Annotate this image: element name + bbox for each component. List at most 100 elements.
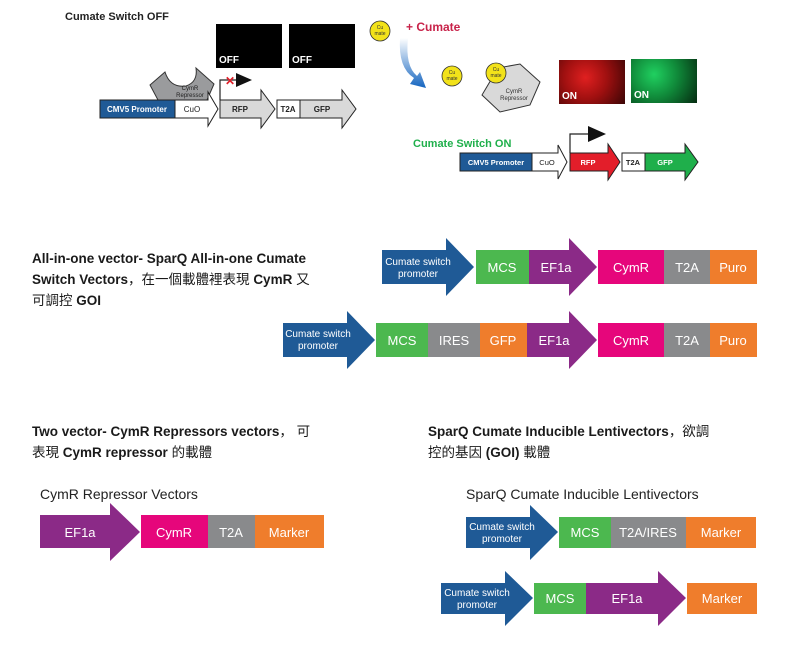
promoter-label-2: promoter <box>457 600 498 611</box>
t2a-label: T2A <box>219 525 243 540</box>
heading-text: 載體 <box>519 445 551 460</box>
t2a-block <box>664 323 710 357</box>
repressor-label-1: CymR <box>182 86 199 92</box>
puro-label: Puro <box>719 333 746 348</box>
mcs-block <box>534 583 586 614</box>
cymr-repressor-vectors-subtitle: CymR Repressor Vectors <box>40 486 198 502</box>
cumate-label-2: mate <box>490 73 501 79</box>
gfp-label: GFP <box>657 158 672 167</box>
heading-text: Switch Vectors <box>32 272 129 287</box>
cymr-label: CymR <box>156 525 192 540</box>
promoter-arrow <box>382 238 474 296</box>
ires-block <box>428 323 480 357</box>
heading-text: ， 可 <box>279 424 311 439</box>
on-image-label: ON <box>634 90 649 101</box>
mcs-label: MCS <box>546 591 575 606</box>
heading-text: 的載體 <box>167 445 213 460</box>
cuo-label: CuO <box>184 105 200 114</box>
cuo-arrow <box>531 144 568 180</box>
cumate-switch-schematic: CymR Repressor CMV5 Promoter CuO RFP T2A… <box>99 20 699 182</box>
puro-label: Puro <box>719 260 746 275</box>
heading-text: CymR repressor <box>62 445 168 460</box>
on-image-gfp: ON <box>631 59 697 103</box>
cymr-repressor-shape <box>149 66 215 101</box>
promoter-label-1: Cumate switch <box>385 257 451 268</box>
promoter-arrow <box>466 505 558 560</box>
t2a-block <box>208 515 255 548</box>
cuo-arrow <box>174 90 219 128</box>
curved-arrow-icon <box>399 38 426 88</box>
cymr-block <box>141 515 208 548</box>
cumate-switch-on-title: Cumate Switch ON <box>413 138 511 150</box>
transcription-arrow-head <box>236 73 252 87</box>
transcription-arrow-head <box>588 126 606 142</box>
mcs-label: MCS <box>571 525 600 540</box>
rfp-arrow <box>219 88 276 130</box>
heading-text: 又 <box>292 272 310 287</box>
cmv5-promoter-label: CMV5 Promoter <box>107 105 167 114</box>
cymr-label: CymR <box>613 333 649 348</box>
gfp-arrow <box>299 88 357 130</box>
cumate-label-2: mate <box>446 76 457 82</box>
on-image-rfp: ON <box>559 60 625 104</box>
heading-text: CymR <box>253 272 293 287</box>
promoter-label-2: promoter <box>482 534 523 545</box>
heading-text: SparQ Cumate Inducible Lentivectors <box>428 424 669 439</box>
heading-text: All-in-one vector- SparQ All-in-one Cuma… <box>32 251 307 266</box>
rfp-label: RFP <box>232 105 249 114</box>
off-image-label: OFF <box>219 55 239 66</box>
gfp-arrow <box>644 142 699 182</box>
off-image-rfp: OFF <box>216 24 282 68</box>
ef1a-label: EF1a <box>538 333 570 348</box>
heading-text: Two vector- CymR Repressors vectors <box>32 424 280 439</box>
cumate-molecule-free: Cu mate <box>441 65 463 87</box>
promoter-label-2: promoter <box>298 341 339 352</box>
off-image-label: OFF <box>292 55 312 66</box>
blocked-x-icon: ✕ <box>225 74 235 88</box>
heading-text: ，在一個載體裡表現 <box>128 272 254 287</box>
mcs-block <box>559 517 611 548</box>
cumate-label-1: Cu <box>493 67 500 73</box>
cumate-label-1: Cu <box>449 70 456 76</box>
puro-block <box>710 250 757 284</box>
ef1a-label: EF1a <box>611 591 643 606</box>
t2a-ires-block <box>611 517 686 548</box>
gfp-label: GFP <box>490 333 517 348</box>
transcription-start-arrow <box>569 133 590 153</box>
on-construct: Cumate Switch ON CMV5 Promoter CuO RFP T… <box>413 126 699 182</box>
cumate-label-2: mate <box>374 31 385 37</box>
lentivector-1: Cumate switch promoter MCS T2A/IRES Mark… <box>466 505 756 560</box>
t2a-label: T2A <box>280 105 295 114</box>
mcs-label: MCS <box>488 260 517 275</box>
heading-text: 控的基因 <box>428 445 486 460</box>
lentivector-2: Cumate switch promoter MCS EF1a Marker <box>441 571 757 626</box>
t2a-ires-label: T2A/IRES <box>619 525 677 540</box>
cymr-label: CymR <box>613 260 649 275</box>
marker-block <box>255 515 324 548</box>
all-in-one-vector-1: Cumate switch promoter MCS EF1a CymR T2A… <box>382 238 757 296</box>
puro-block <box>710 323 757 357</box>
promoter-label-1: Cumate switch <box>469 522 535 533</box>
vector-maps: Cumate switch promoter MCS EF1a CymR T2A… <box>40 238 757 626</box>
t2a-label: T2A <box>675 260 699 275</box>
gfp-block <box>480 323 527 357</box>
ef1a-label: EF1a <box>540 260 572 275</box>
two-vector-heading: Two vector- CymR Repressors vectors， 可 表… <box>32 421 372 463</box>
t2a-label: T2A <box>675 333 699 348</box>
heading-text: 表現 <box>32 445 63 460</box>
plus-cumate-label: + Cumate <box>406 20 461 34</box>
heading-text: GOI <box>76 293 102 308</box>
ef1a-arrow <box>586 571 686 626</box>
cuo-label: CuO <box>539 158 555 167</box>
cymr-repressor-vector: EF1a CymR T2A Marker <box>40 503 324 561</box>
lentivectors-subtitle: SparQ Cumate Inducible Lentivectors <box>466 486 699 502</box>
cumate-molecule-bound: Cu mate <box>485 62 507 84</box>
promoter-arrow <box>283 311 375 369</box>
t2a-block <box>664 250 710 284</box>
mcs-block <box>476 250 529 284</box>
promoter-label-1: Cumate switch <box>285 329 351 340</box>
all-in-one-vector-2: Cumate switch promoter MCS IRES GFP EF1a… <box>283 311 757 369</box>
ef1a-arrow <box>527 311 597 369</box>
lentivectors-heading: SparQ Cumate Inducible Lentivectors，欲調 控… <box>428 421 768 463</box>
cumate-switch-off-title: Cumate Switch OFF <box>65 11 169 23</box>
